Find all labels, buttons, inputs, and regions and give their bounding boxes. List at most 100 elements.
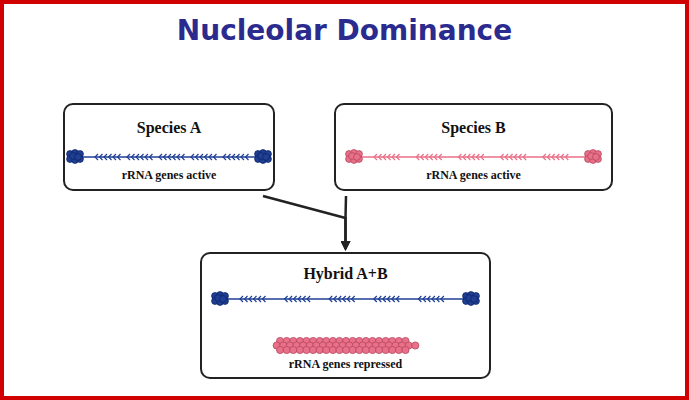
chromosome-part — [263, 154, 270, 161]
condensed-rdna — [412, 342, 419, 349]
chromosome-part — [196, 154, 199, 160]
chromosome-part — [383, 154, 386, 160]
condensed-rdna — [402, 346, 409, 353]
chromosome-part — [182, 154, 185, 160]
chromosome-part — [556, 154, 559, 160]
chromosome-part — [458, 154, 461, 160]
chromosome-part — [150, 154, 153, 160]
box-heading: Species A — [65, 119, 273, 137]
chromosome-part — [246, 154, 249, 160]
chromosome-part — [200, 154, 203, 160]
chromosome-part — [425, 154, 428, 160]
chromosome-part — [95, 154, 98, 160]
chromosome-part — [396, 296, 399, 302]
chromosome-part — [392, 154, 395, 160]
chromosome-part — [430, 154, 433, 160]
chromosome-part — [118, 154, 121, 160]
chromosome-part — [294, 296, 297, 302]
chromosome-part — [232, 154, 235, 160]
chromosome-part — [307, 296, 310, 302]
box-note: rRNA genes active — [65, 168, 273, 183]
species-box: Hybrid A+BrRNA genes repressed — [200, 252, 491, 379]
chromosome-part — [547, 154, 550, 160]
chromosome-part — [145, 154, 148, 160]
chromosome-part — [329, 296, 332, 302]
chromosome-part — [432, 296, 435, 302]
chromosome-part — [177, 154, 180, 160]
chromosome-part — [334, 296, 337, 302]
chromosome-part — [378, 296, 381, 302]
box-heading: Hybrid A+B — [202, 265, 489, 283]
chromosome-part — [338, 296, 341, 302]
chromosome-part — [132, 154, 135, 160]
chromosome-part — [240, 296, 243, 302]
condensed-rdna — [343, 346, 350, 353]
chromosome-part — [214, 154, 217, 160]
chromosome-part — [476, 154, 479, 160]
merge-arrow — [344, 196, 347, 249]
chromosome-part — [127, 154, 130, 160]
species-box: Species B rRNA genes active — [334, 103, 613, 191]
diagram-title: Nucleolar Dominance — [0, 14, 689, 47]
chromosome-part — [463, 154, 466, 160]
chromosome-part — [258, 296, 261, 302]
chromosome-part — [416, 154, 419, 160]
chromosome-part — [471, 296, 478, 303]
chromosome-part — [343, 296, 346, 302]
chromosome-part — [209, 154, 212, 160]
condensed-rdna — [362, 346, 369, 353]
chromosome-part — [249, 296, 252, 302]
chromosome-part — [523, 154, 526, 160]
condensed-rdna — [283, 346, 290, 353]
chromosome-part — [347, 296, 350, 302]
chromosome-part — [423, 296, 426, 302]
condensed-rdna — [356, 346, 363, 353]
chromosome-part — [173, 154, 176, 160]
chromosome-part — [374, 296, 377, 302]
chromosome-part — [388, 154, 391, 160]
chromosome-part — [254, 296, 257, 302]
chromosome-part — [519, 154, 522, 160]
chromosome-part — [379, 154, 382, 160]
box-heading: Species B — [336, 119, 611, 137]
condensed-rdna — [310, 346, 317, 353]
chromosome-part — [505, 154, 508, 160]
chromosome-part — [109, 154, 112, 160]
chromosome-part — [441, 296, 444, 302]
chromosome-part — [510, 154, 513, 160]
condensed-rdna — [329, 346, 336, 353]
chromosome-part — [392, 296, 395, 302]
chromosome-part — [191, 154, 194, 160]
condensed-rdna — [382, 346, 389, 353]
chromosome-part — [565, 154, 568, 160]
chromosome-part — [354, 154, 361, 161]
condensed-rdna — [349, 346, 356, 353]
chromosome-part — [436, 296, 439, 302]
chromosome-part — [289, 296, 292, 302]
chromosome-part — [263, 296, 266, 302]
chromosome-part — [228, 154, 231, 160]
chromosome-part — [543, 154, 546, 160]
condensed-rdna — [389, 346, 396, 353]
chromosome-part — [223, 154, 226, 160]
chromosome-part — [593, 154, 600, 161]
chromosome-part — [104, 154, 107, 160]
chromosome-part — [205, 154, 208, 160]
condensed-rdna — [395, 346, 402, 353]
chromosome-part — [303, 296, 306, 302]
species-box: Species A rRNA genes active — [63, 103, 275, 191]
chromosome-part — [220, 296, 227, 303]
chromosome-part — [168, 154, 171, 160]
condensed-rdna — [316, 346, 323, 353]
chromosome-part — [481, 154, 484, 160]
chromosome-part — [237, 154, 240, 160]
condensed-rdna — [376, 346, 383, 353]
condensed-rdna — [369, 346, 376, 353]
chromosome-part — [159, 154, 162, 160]
condensed-rdna — [323, 346, 330, 353]
chromosome-part — [439, 154, 442, 160]
chromosome-part — [113, 154, 116, 160]
box-note: rRNA genes active — [336, 168, 611, 183]
chromosome-part — [387, 296, 390, 302]
